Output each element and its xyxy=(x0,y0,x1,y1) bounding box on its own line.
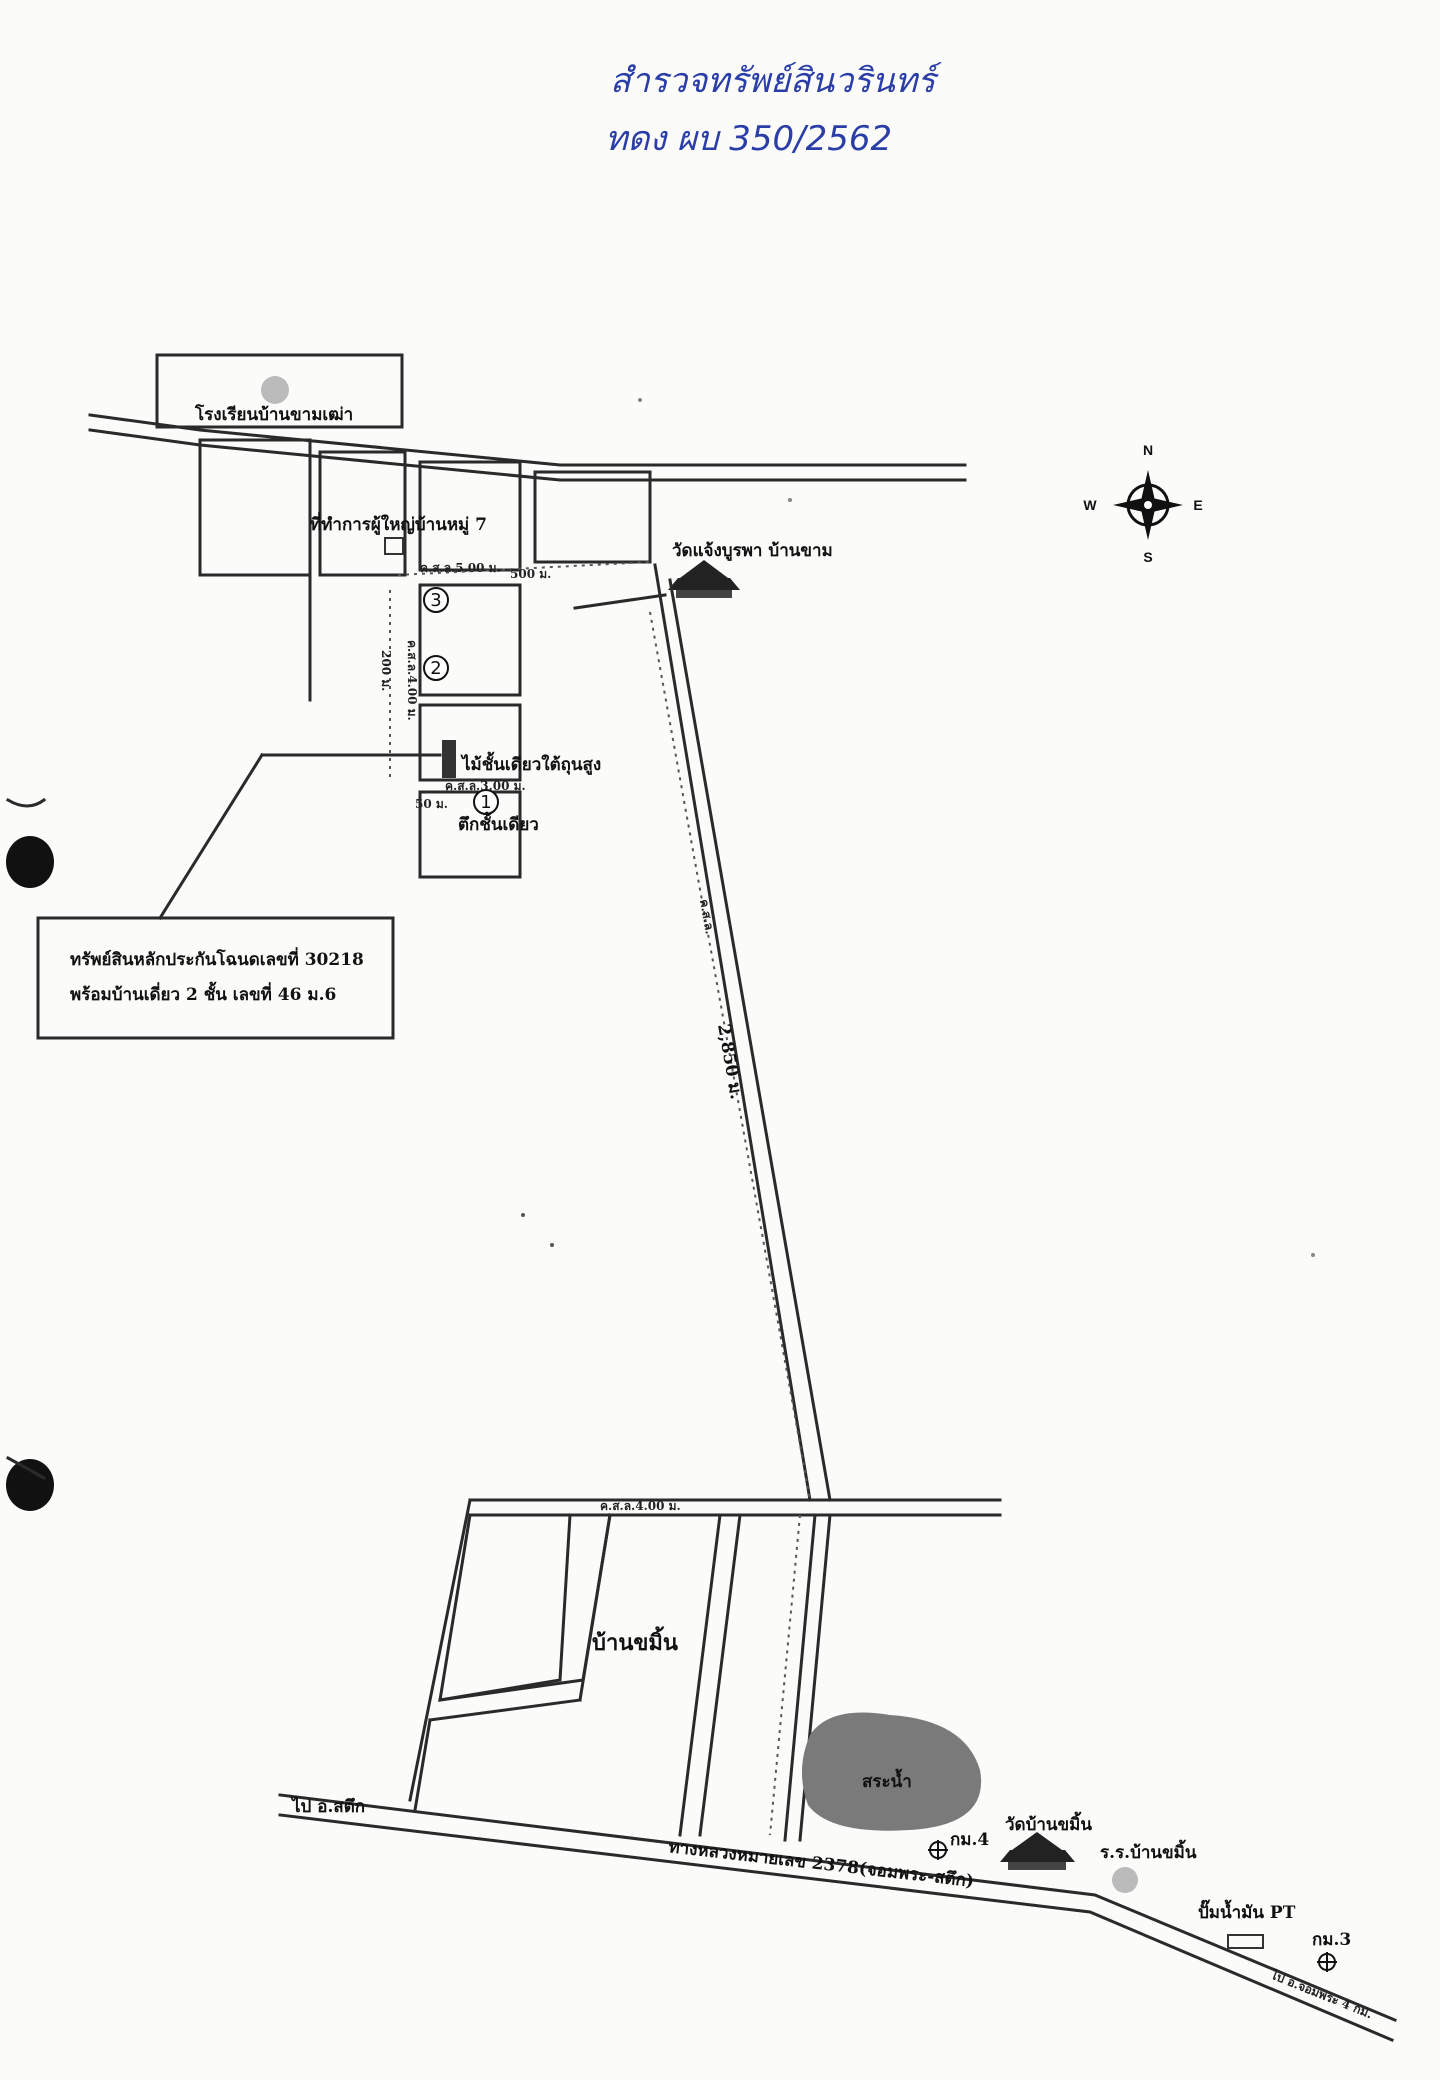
svg-text:1: 1 xyxy=(480,792,491,813)
gas-station-label: ปั๊มน้ำมัน PT xyxy=(1198,1899,1296,1923)
long-road-east xyxy=(668,578,832,1502)
km4-label: กม.4 xyxy=(950,1830,989,1850)
block xyxy=(318,450,407,577)
road-width-small-label: ค.ส.ล.3.00 ม. xyxy=(445,779,526,793)
distance-500-label: 500 ม. xyxy=(510,567,551,581)
block xyxy=(533,470,652,564)
compass-w: W xyxy=(1083,497,1097,513)
property-building xyxy=(442,740,456,778)
binder-hole-bottom xyxy=(6,1459,54,1511)
block xyxy=(418,460,522,572)
distance-500-line xyxy=(397,561,651,576)
km3-label: กม.3 xyxy=(1312,1930,1351,1950)
callout-leader xyxy=(157,752,265,921)
block xyxy=(198,438,312,577)
highway-south-edge xyxy=(278,1813,1394,2042)
school-building xyxy=(155,353,404,429)
compass-s: S xyxy=(1143,549,1152,565)
house-brick-label: ตึกชั้นเดียว xyxy=(458,811,539,835)
km4-marker-icon xyxy=(928,1840,948,1860)
marker-1 xyxy=(473,789,499,815)
callout-line-2: พร้อมบ้านเดี่ยว 2 ชั้น เลขที่ 46 ม.6 xyxy=(70,981,336,1005)
gas-station-building xyxy=(1227,1934,1264,1949)
temple-south-label: วัดบ้านขมิ้น xyxy=(1005,1811,1092,1835)
top-main-road xyxy=(88,413,967,467)
distance-50-label: 50 ม. xyxy=(415,797,448,811)
pond xyxy=(801,1712,982,1831)
callout-box xyxy=(36,916,395,1040)
school-south-icon xyxy=(1112,1867,1138,1893)
hole-mark-top xyxy=(5,797,47,808)
hole-mark-bottom xyxy=(5,1455,47,1481)
road-width-top-label: ค.ส.ล.5.00 ม. xyxy=(420,561,501,575)
village-office-building xyxy=(384,537,404,555)
village-south-label: บ้านขมิ้น xyxy=(592,1626,678,1656)
binder-hole-top xyxy=(6,836,54,888)
block xyxy=(418,703,522,782)
highway-label: ทางหลวงหมายเลข 2378(จอมพระ-สตึก) xyxy=(667,1837,975,1892)
house-wood-label: ไม้ชั้นเดียวใต้ถุนสูง xyxy=(460,751,601,776)
marker-3 xyxy=(423,587,449,613)
distance-200-label: 200 ม. xyxy=(379,650,393,691)
pond-label: สระน้ำ xyxy=(862,1768,912,1792)
long-road-width-label: ค.ส.ล. xyxy=(697,898,717,935)
svg-text:2: 2 xyxy=(430,658,441,679)
road-width-side-label: ค.ส.ล.4.00 ม. xyxy=(405,640,419,721)
handwritten-case-number: ทดง ผบ 350/2562 xyxy=(605,119,892,159)
handwritten-title: สำรวจทรัพย์สินวรินทร์ xyxy=(610,61,942,101)
svg-text:3: 3 xyxy=(430,590,441,611)
highway-north-edge xyxy=(278,1793,1397,2022)
block xyxy=(418,790,522,879)
compass-e: E xyxy=(1193,497,1202,513)
temple-south-icon xyxy=(1000,1832,1075,1870)
road-width-bottom-label: ค.ส.ล.4.00 ม. xyxy=(600,1499,681,1513)
temple-north-icon xyxy=(668,560,740,598)
compass-n: N xyxy=(1143,442,1153,458)
long-road-west xyxy=(653,563,812,1502)
km3-marker-icon xyxy=(1317,1952,1337,1972)
block xyxy=(418,583,522,697)
marker-2 xyxy=(423,655,449,681)
callout-line-1: ทรัพย์สินหลักประกันโฉนดเลขที่ 30218 xyxy=(70,947,364,970)
school-label: โรงเรียนบ้านขามเฒ่า xyxy=(194,404,353,425)
school-icon xyxy=(261,376,289,404)
village-office-label: ที่ทำการผู้ใหญ่บ้านหมู่ 7 xyxy=(310,512,487,536)
temple-north-label: วัดแจ้งบูรพา บ้านขาม xyxy=(672,541,833,562)
to-sateuk-label: ไป อ.สตึก xyxy=(290,1796,365,1817)
school-south-label: ร.ร.บ้านขมิ้น xyxy=(1100,1839,1197,1863)
distance-2850-label: 2,850 ม. xyxy=(713,1022,746,1101)
compass-rose xyxy=(1113,470,1183,540)
